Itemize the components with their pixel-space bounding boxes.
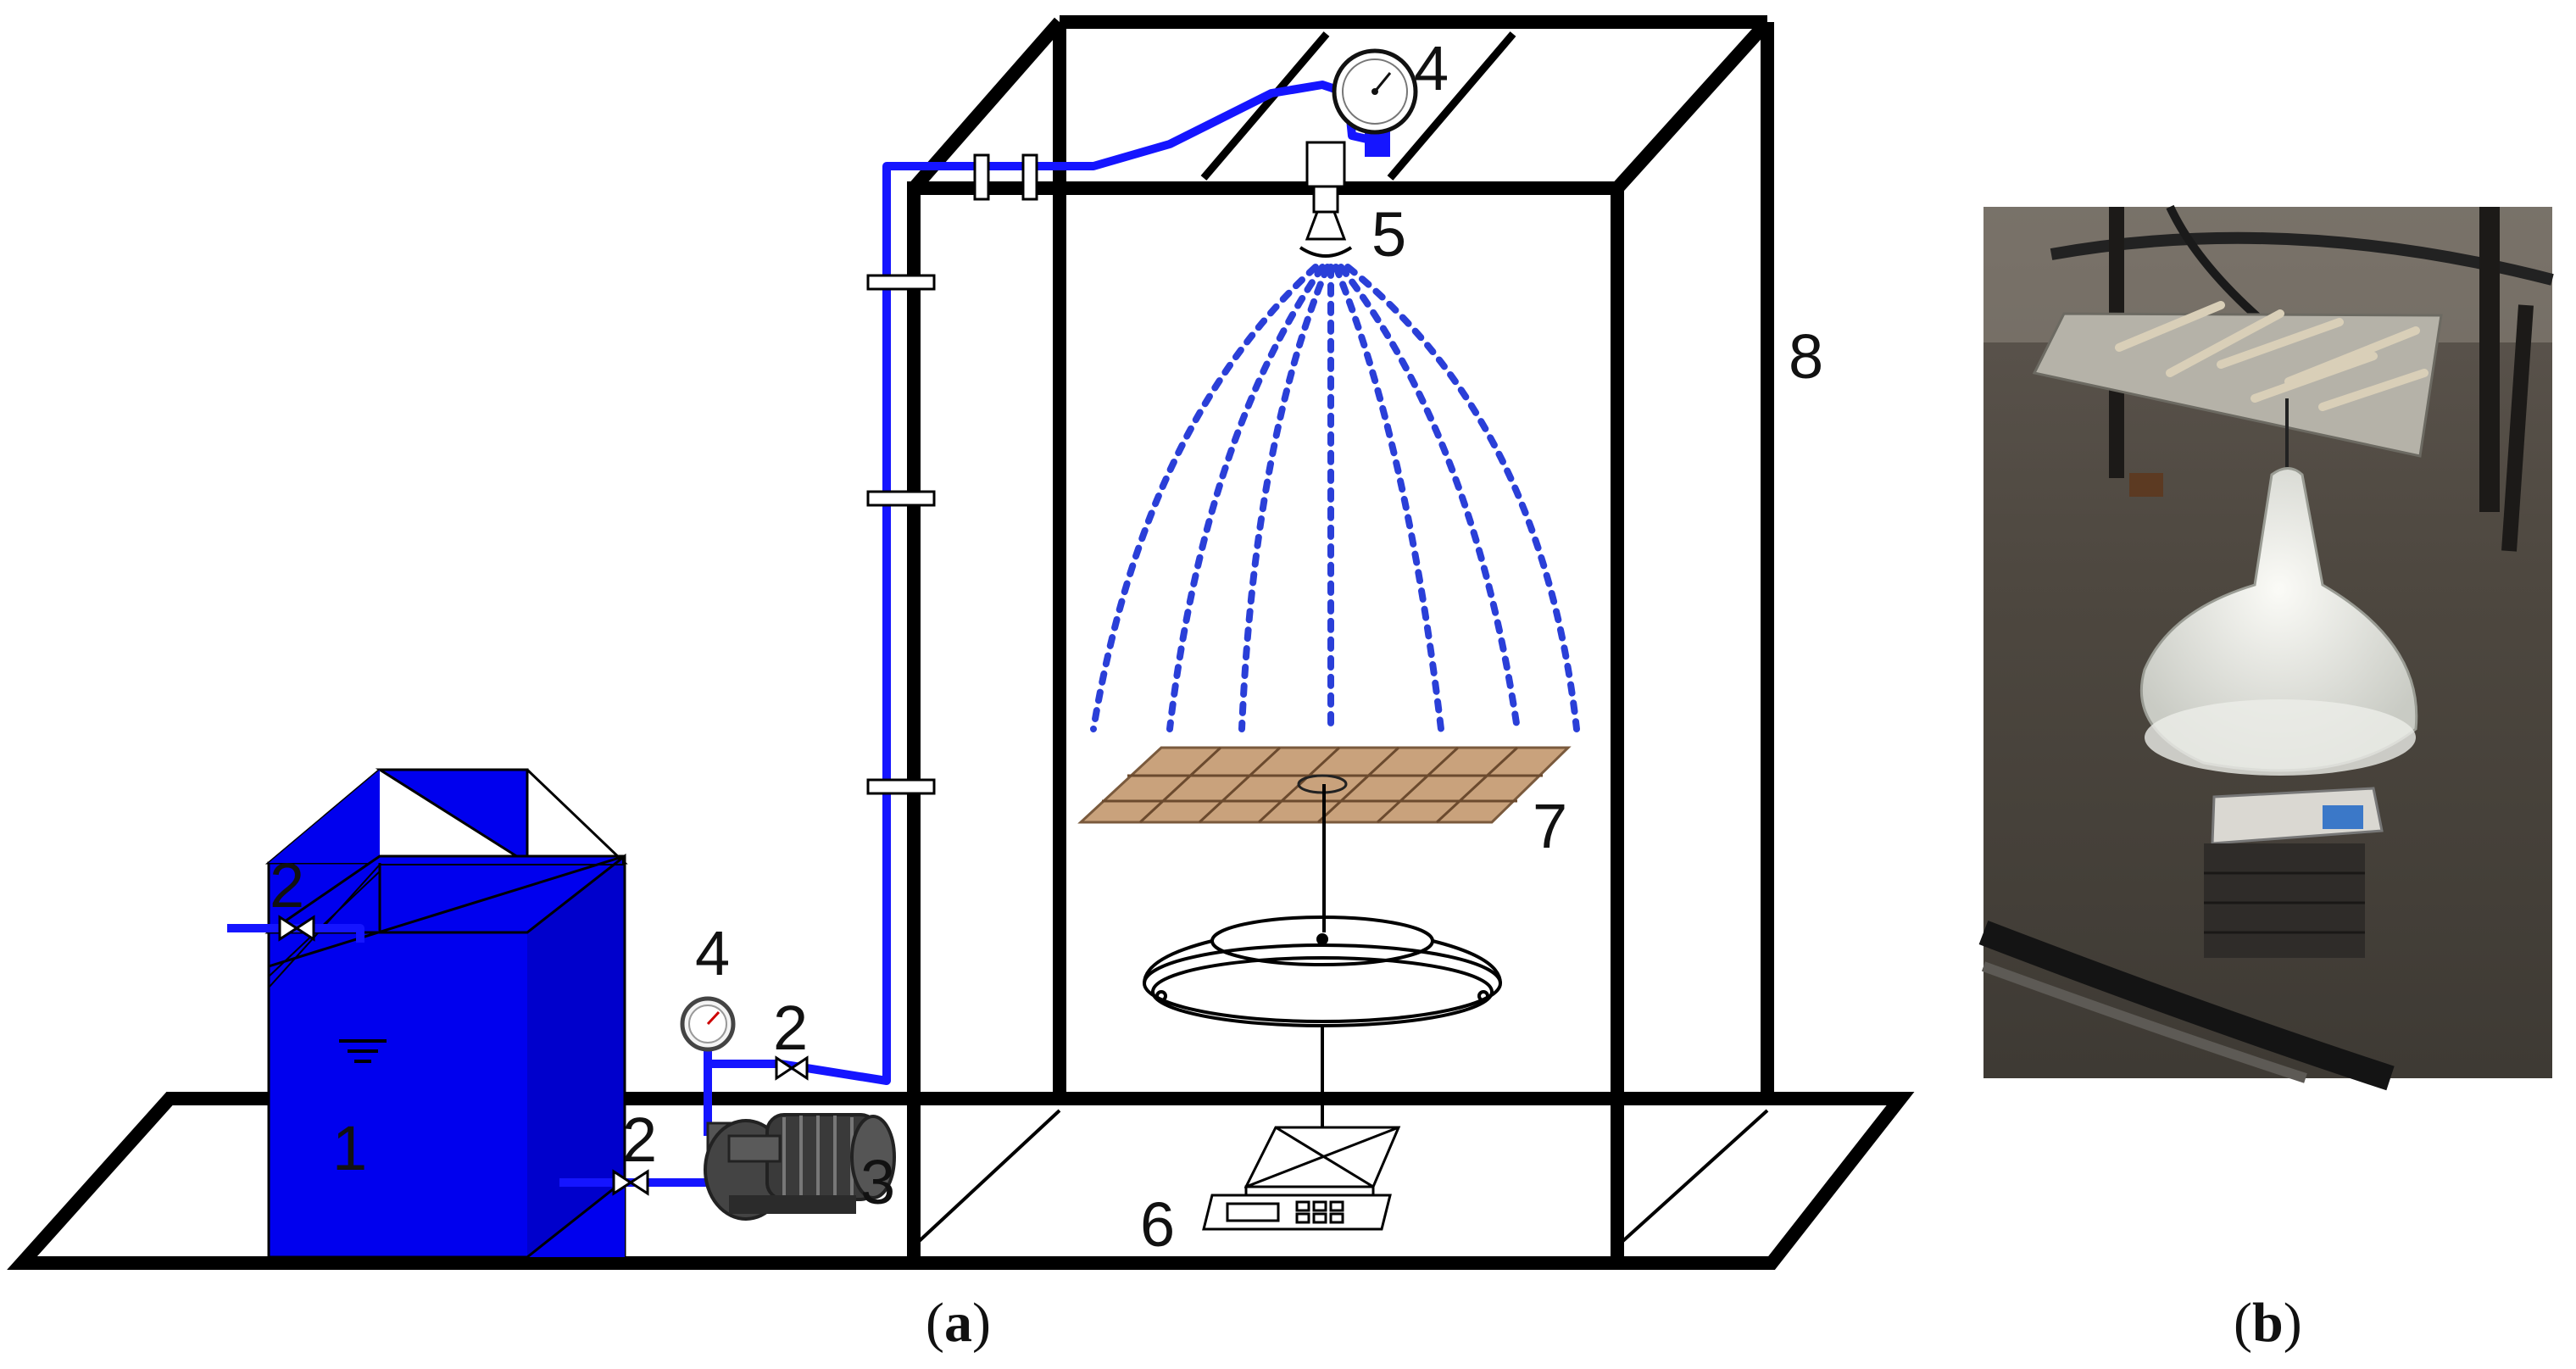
collector-funnel xyxy=(1143,915,1502,1027)
label-frame: 8 xyxy=(1789,321,1823,392)
label-nozzle: 5 xyxy=(1371,199,1406,270)
label-valve-outlet: 2 xyxy=(622,1105,657,1175)
rain-frame xyxy=(907,15,1774,1270)
spray-nozzle-icon xyxy=(1299,141,1353,258)
valves xyxy=(278,915,809,1196)
tank-container-outline xyxy=(264,853,626,1259)
caption-b: (b) xyxy=(2234,1292,2302,1354)
label-scale: 6 xyxy=(1140,1189,1175,1260)
label-valve-inlet: 2 xyxy=(270,850,304,921)
component-labels: 1 2 2 2 3 4 4 5 6 7 8 xyxy=(270,33,1823,1260)
valve-tank-outlet-icon xyxy=(612,1169,649,1196)
photo-funnel xyxy=(2139,467,2418,776)
label-pump: 3 xyxy=(860,1147,895,1217)
caption-a: (a) xyxy=(926,1292,991,1354)
water-level-symbol xyxy=(339,1039,387,1063)
pump xyxy=(704,1113,896,1221)
spray-pattern xyxy=(1090,264,1580,732)
valve-tank-inlet-icon xyxy=(278,915,315,942)
pressure-gauge-low-icon xyxy=(680,996,736,1064)
label-gauge-top: 4 xyxy=(1414,33,1449,103)
label-valve-pump: 2 xyxy=(773,993,808,1063)
label-tank: 1 xyxy=(332,1113,367,1183)
photo-mesh-tray xyxy=(2032,301,2443,475)
valve-pump-outlet-icon xyxy=(775,1055,809,1081)
tank-frame-outline xyxy=(267,863,626,973)
label-gauge-low: 4 xyxy=(695,918,730,988)
pipe-clamps xyxy=(866,153,1038,795)
label-mesh-tray: 7 xyxy=(1533,791,1567,861)
photo-scale xyxy=(2204,787,2384,958)
schematic-panel-a: 1 2 2 2 3 4 4 5 6 7 8 (a) xyxy=(7,15,1915,1354)
photo-panel-b: (b) xyxy=(1978,204,2554,1354)
weighing-scale-icon xyxy=(1202,1126,1401,1231)
water-tank xyxy=(264,768,628,1259)
pressure-gauge-top-icon xyxy=(1332,48,1418,157)
